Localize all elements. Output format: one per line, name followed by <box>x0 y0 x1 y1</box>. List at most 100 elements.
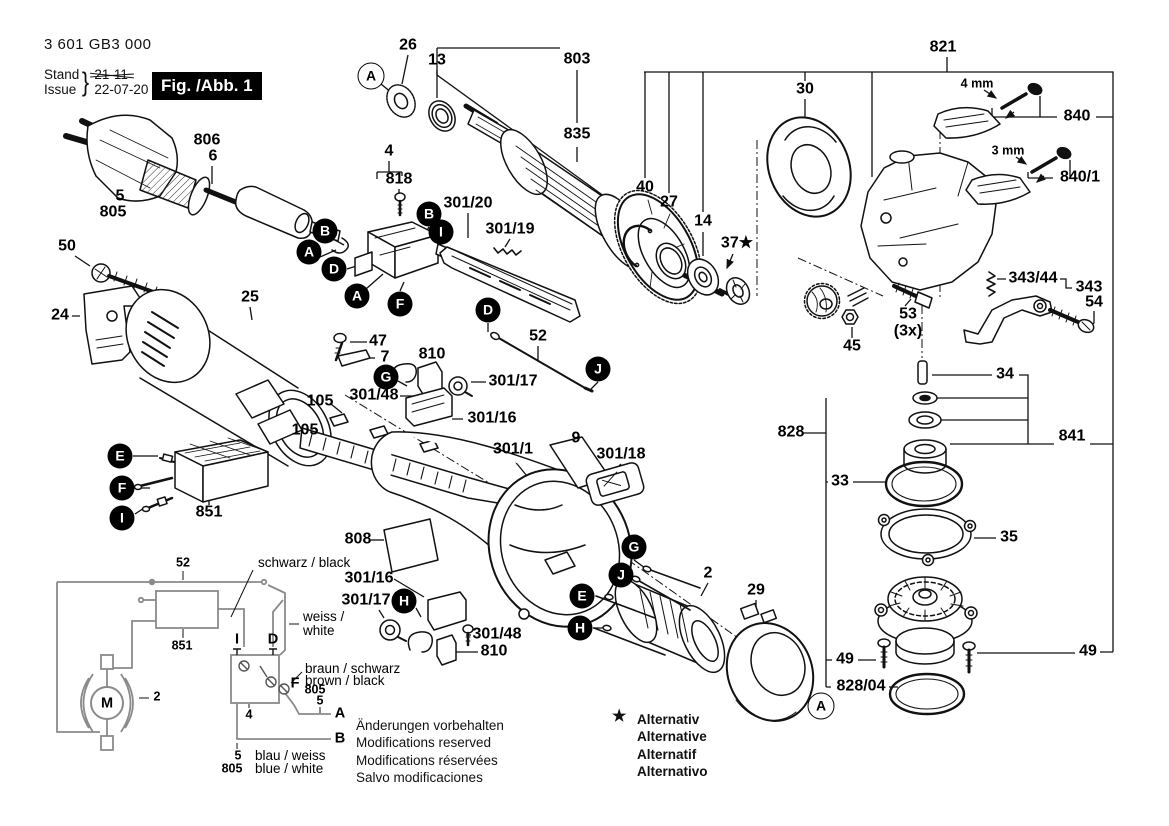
stand-value-struck: 21-11 <box>94 66 128 82</box>
brush-group-lower <box>379 591 474 666</box>
wire-color-label-blauweiss-5: blau / weiss <box>255 747 326 763</box>
spring-301-19 <box>493 247 522 256</box>
part-label-82804-55: 828/04 <box>836 677 886 695</box>
callout-badge-f-12: F <box>109 475 135 501</box>
gear-bearing-assembly <box>874 576 978 665</box>
part-label-808-46: 808 <box>344 530 372 548</box>
part-label-34344-23: 343/44 <box>1008 269 1058 287</box>
schematic-letter-a-3: A <box>334 705 346 722</box>
callout-badge-a-0: A <box>357 62 385 90</box>
switch-block-4 <box>354 192 453 279</box>
callout-badge-i-13: I <box>109 505 135 531</box>
part-label-7-30: 7 <box>380 348 390 366</box>
callout-badge-d-5: D <box>321 256 347 282</box>
part-label-33-42: 33 <box>831 472 849 490</box>
figure-label: Fig. /Abb. 1 <box>152 72 262 100</box>
fan-baffle-29 <box>725 602 815 722</box>
screw-53 <box>892 282 933 309</box>
field-coil-2 <box>593 565 726 674</box>
schematic-letter-m-5: M <box>100 695 114 712</box>
o-ring-828-04 <box>888 672 966 716</box>
wire-color-label-braunschwarz-3: braun / schwarz <box>305 660 401 676</box>
part-label-30120-15: 301/20 <box>443 194 493 212</box>
modifications-line-3: Salvo modificaciones <box>356 769 483 785</box>
issue-value: 22-07-20 <box>94 81 149 97</box>
slider-301-20 <box>439 246 581 323</box>
part-number: 3 601 GB3 000 <box>44 36 152 53</box>
part-label-27-18: 27 <box>660 193 678 211</box>
callout-badge-i-4: I <box>428 219 454 245</box>
lever-343 <box>963 295 1053 345</box>
rod-52 <box>490 331 594 393</box>
part-label-30148-32: 301/48 <box>349 386 399 404</box>
callout-badge-a-19: A <box>807 692 835 720</box>
bearing-26 <box>386 84 416 118</box>
callout-badge-a-2: A <box>296 239 322 265</box>
wiring-schematic <box>56 569 331 751</box>
schematic-number-5-5: 5 <box>316 693 324 708</box>
part-label-30-4: 30 <box>796 80 814 98</box>
part-label-49-53: 49 <box>836 650 854 668</box>
part-label-37-20: 37★ <box>720 234 754 252</box>
bearing-14 <box>686 258 720 296</box>
schematic-letter-d-1: D <box>267 631 279 648</box>
dimension-label-4mm-0: 4 mm <box>960 76 994 91</box>
modifications-line-2: Modifications réservées <box>356 752 498 768</box>
spring-343-44 <box>986 271 996 297</box>
part-label-821-5: 821 <box>929 38 957 56</box>
schematic-number-4-3: 4 <box>245 707 253 722</box>
part-label-49-54: 49 <box>1079 642 1097 660</box>
issue-label: Issue <box>44 81 77 97</box>
callout-badge-a-6: A <box>344 283 370 309</box>
bearing-13 <box>428 100 456 132</box>
switch-button-301-18 <box>585 462 645 506</box>
part-label-9-40: 9 <box>571 429 581 447</box>
callout-badge-j-9: J <box>585 356 611 382</box>
o-ring-33 <box>884 460 964 508</box>
part-label-818-14: 818 <box>385 170 413 188</box>
part-label-803-2: 803 <box>563 50 591 68</box>
part-label-45-28: 45 <box>843 337 861 355</box>
part-label-13-1: 13 <box>428 51 446 69</box>
part-label-29-52: 29 <box>747 581 765 599</box>
part-label-828-36: 828 <box>777 423 805 441</box>
wire-color-label-schwarzblack-0: schwarz / black <box>258 554 351 570</box>
part-label-105-38: 105 <box>291 421 319 439</box>
callout-badge-h-14: H <box>391 588 417 614</box>
part-label-810-31: 810 <box>418 345 446 363</box>
part-label-26-0: 26 <box>399 36 417 54</box>
part-label-6-9: 6 <box>208 147 218 165</box>
schematic-letter-f-2: F <box>290 675 300 692</box>
part-label-30117-34: 301/17 <box>488 372 538 390</box>
brush-group-upper <box>333 332 473 427</box>
part-label-35-45: 35 <box>1000 528 1018 546</box>
schematic-number-2-2: 2 <box>153 689 161 704</box>
part-label-54-25: 54 <box>1085 293 1103 311</box>
part-label-806-8: 806 <box>193 131 221 149</box>
wire-color-label-white-2: white <box>303 622 335 638</box>
schematic-number-851-1: 851 <box>171 638 193 653</box>
gasket-35 <box>877 508 977 567</box>
part-label-30116-47: 301/16 <box>344 569 394 587</box>
part-label-105-37: 105 <box>306 392 334 410</box>
schematic-number-5-6: 5 <box>234 748 242 763</box>
screws-49 <box>877 638 976 674</box>
schematic-number-52-0: 52 <box>176 555 190 570</box>
part-label-2-51: 2 <box>703 564 713 582</box>
part-label-805-11: 805 <box>99 203 127 221</box>
part-label-851-44: 851 <box>195 503 223 521</box>
part-label-8401-7: 840/1 <box>1059 168 1101 186</box>
damping-ring-37 <box>725 277 751 305</box>
part-label-840-6: 840 <box>1063 107 1091 125</box>
callout-badge-b-1: B <box>312 218 338 244</box>
schematic-letter-b-4: B <box>334 730 346 747</box>
part-label-841-43: 841 <box>1058 427 1086 445</box>
schematic-number-805-7: 805 <box>221 761 243 776</box>
callout-badge-g-10: G <box>373 364 399 390</box>
part-label-3x-27: (3x) <box>893 322 923 340</box>
alternative-line-0: Alternativ <box>637 712 700 727</box>
schematic-number-805-4: 805 <box>304 682 326 697</box>
part-label-52-56: 52 <box>529 327 547 345</box>
